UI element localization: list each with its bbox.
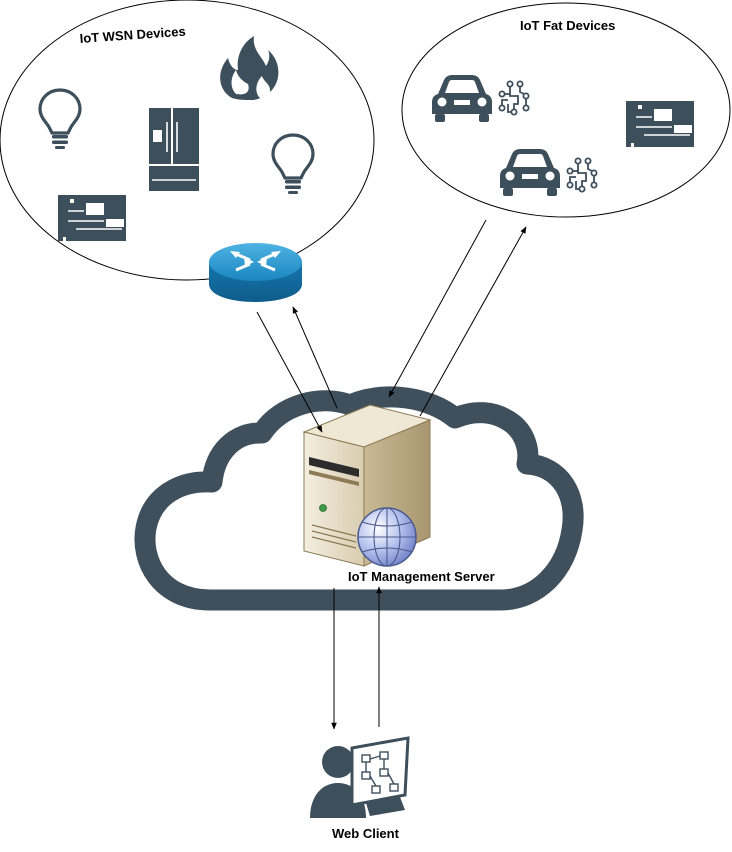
wsn-group-label: IoT WSN Devices (79, 24, 186, 46)
connected-car-icon (500, 149, 598, 196)
management-server-icon (302, 404, 432, 567)
router-icon (209, 243, 302, 302)
circuit-board-icon (625, 100, 695, 148)
lightbulb-icon (38, 88, 82, 151)
fat-ellipse (401, 2, 731, 218)
web-client-icon (310, 736, 410, 818)
arrow-server-to-fat (419, 226, 527, 417)
connection-arrows (256, 219, 527, 730)
lightbulb-icon (271, 133, 315, 196)
connected-car-icon (432, 75, 530, 122)
web-client-label: Web Client (332, 826, 400, 841)
refrigerator-icon (149, 108, 199, 191)
arrow-fat-to-server (388, 219, 487, 398)
fat-group-label: IoT Fat Devices (520, 18, 615, 33)
circuit-board-icon (57, 194, 127, 242)
wsn-devices-group: IoT WSN Devices (0, 0, 375, 302)
arrow-router-to-server (256, 311, 323, 433)
globe-icon (357, 507, 417, 567)
wsn-ellipse (0, 0, 375, 281)
fat-devices-group: IoT Fat Devices (401, 2, 731, 218)
arrow-server-to-router (292, 306, 338, 409)
gas-flame-icon (220, 36, 279, 100)
server-label: IoT Management Server (348, 569, 495, 584)
